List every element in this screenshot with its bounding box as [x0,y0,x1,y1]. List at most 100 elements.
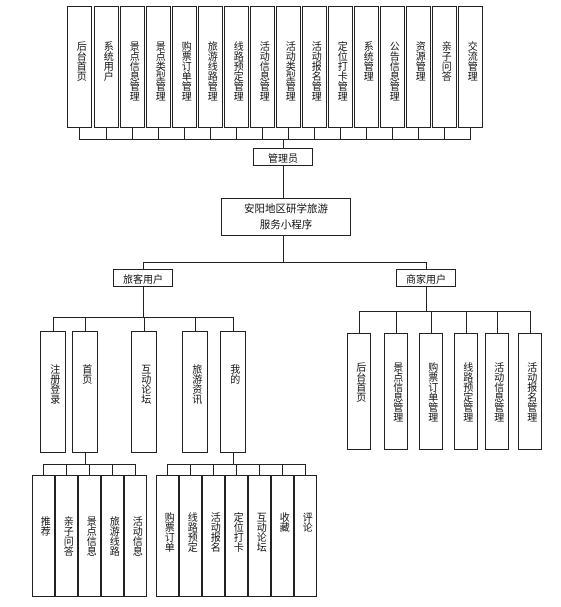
mine-branch-line [305,464,306,476]
admin-function-box: 景点信息管理 [120,6,145,128]
mine-branch-line [259,464,260,476]
tourist-module-box: 注册登录 [40,331,66,453]
tourist-branch-line [53,317,54,332]
home-child-box: 景点信息 [78,475,101,597]
merchant-stem-line [426,287,427,312]
admin-function-box-label: 景点信息管理 [127,41,139,101]
admin-bar-line [79,139,471,140]
merchant-node: 商家用户 [396,269,456,287]
merchant-function-box-label: 购票订单管理 [425,362,437,422]
admin-function-box-label: 景点类型管理 [153,41,165,101]
home-child-box: 活动信息 [124,475,147,597]
merchant-branch-line [431,311,432,334]
mine-child-box: 购票订单 [156,475,179,597]
admin-function-box: 亲子问答 [432,6,457,128]
admin-node: 管理员 [253,148,313,166]
home-branch-line [66,464,67,476]
merchant-function-box: 活动报名管理 [518,333,542,450]
admin-function-box: 资源管理 [406,6,431,128]
admin-function-box-label: 系统用户 [101,41,113,81]
tourist-module-box: 我的 [220,331,246,453]
tourist-branch-line [195,317,196,332]
admin-function-box-label: 后台首页 [74,41,86,81]
root-node: 安阳地区研学旅游服务小程序 [221,198,351,236]
mine-child-box: 定位打卡 [225,475,248,597]
admin-function-box: 线路预定管理 [224,6,249,128]
home-child-box: 旅游线路 [101,475,124,597]
admin-node-label: 管理员 [268,153,298,165]
merchant-function-box-label: 后台首页 [353,362,365,402]
merchant-bar-line [359,311,531,312]
usertype-bar-line [143,262,427,263]
admin-function-box-label: 活动信息管理 [257,41,269,101]
mine-branch-line [167,464,168,476]
admin-function-box-label: 交流管理 [465,41,477,81]
mine-branch-line [282,464,283,476]
tourist-module-box-label: 注册登录 [47,364,59,404]
admin-branch-line [184,128,185,140]
admin-function-box-label: 活动报名管理 [309,41,321,101]
merchant-branch-line [497,311,498,334]
root-down-line [283,236,284,263]
merchant-branch-line [530,311,531,334]
merchant-function-box: 景点信息管理 [384,333,408,450]
merchant-function-box: 后台首页 [347,333,371,450]
mine-branch-line [190,464,191,476]
home-child-box-label: 旅游线路 [107,516,119,556]
admin-branch-line [444,128,445,140]
root-node-label: 安阳地区研学旅游服务小程序 [244,203,328,231]
tourist-module-box: 旅游资讯 [182,331,208,453]
admin-branch-line [158,128,159,140]
mine-child-box-label: 活动报名 [208,512,220,552]
admin-function-box: 交流管理 [458,6,483,128]
home-child-box-label: 亲子问答 [61,516,73,556]
admin-function-box-label: 公告信息管理 [387,41,399,101]
admin-function-box: 活动报名管理 [302,6,327,128]
admin-branch-line [470,128,471,140]
admin-function-box-label: 购票订单管理 [179,41,191,101]
mine-child-box-label: 购票订单 [162,512,174,552]
mine-child-box-label: 定位打卡 [231,512,243,552]
admin-branch-line [314,128,315,140]
merchant-function-box-label: 线路预定管理 [460,362,472,422]
home-child-box-label: 推荐 [38,516,50,536]
tourist-module-box-label: 互动论坛 [138,364,150,404]
tourist-bar-line [53,317,234,318]
admin-branch-line [79,128,80,140]
tourist-module-box-label: 首页 [79,364,91,384]
admin-function-box-label: 资源管理 [413,41,425,81]
admin-branch-line [132,128,133,140]
merchant-function-box: 活动信息管理 [485,333,509,450]
admin-function-box: 公告信息管理 [380,6,405,128]
admin-function-box: 旅游线路管理 [198,6,223,128]
admin-branch-line [236,128,237,140]
admin-function-box: 购票订单管理 [172,6,197,128]
mine-stem-line [233,453,234,465]
tourist-down-line [143,262,144,270]
admin-function-box: 系统管理 [354,6,379,128]
admin-branch-line [288,128,289,140]
home-branch-line [135,464,136,476]
admin-function-box: 定位打卡管理 [328,6,353,128]
admin-up-line [283,139,284,149]
merchant-branch-line [359,311,360,334]
admin-branch-line [106,128,107,140]
mine-child-box: 互动论坛 [248,475,271,597]
admin-branch-line [210,128,211,140]
mine-child-box: 收藏 [271,475,294,597]
home-child-box: 亲子问答 [55,475,78,597]
home-child-box-label: 活动信息 [130,516,142,556]
merchant-branch-line [466,311,467,334]
tourist-module-box-label: 旅游资讯 [189,364,201,404]
tourist-module-box-label: 我的 [227,364,239,384]
admin-root-line [283,166,284,199]
tourist-branch-line [144,317,145,332]
tourist-node-label: 旅客用户 [123,274,163,286]
merchant-function-box: 购票订单管理 [419,333,443,450]
admin-function-box-label: 活动类型管理 [283,41,295,101]
home-branch-line [89,464,90,476]
mine-branch-line [213,464,214,476]
merchant-function-box-label: 景点信息管理 [390,362,402,422]
tourist-branch-line [233,317,234,332]
